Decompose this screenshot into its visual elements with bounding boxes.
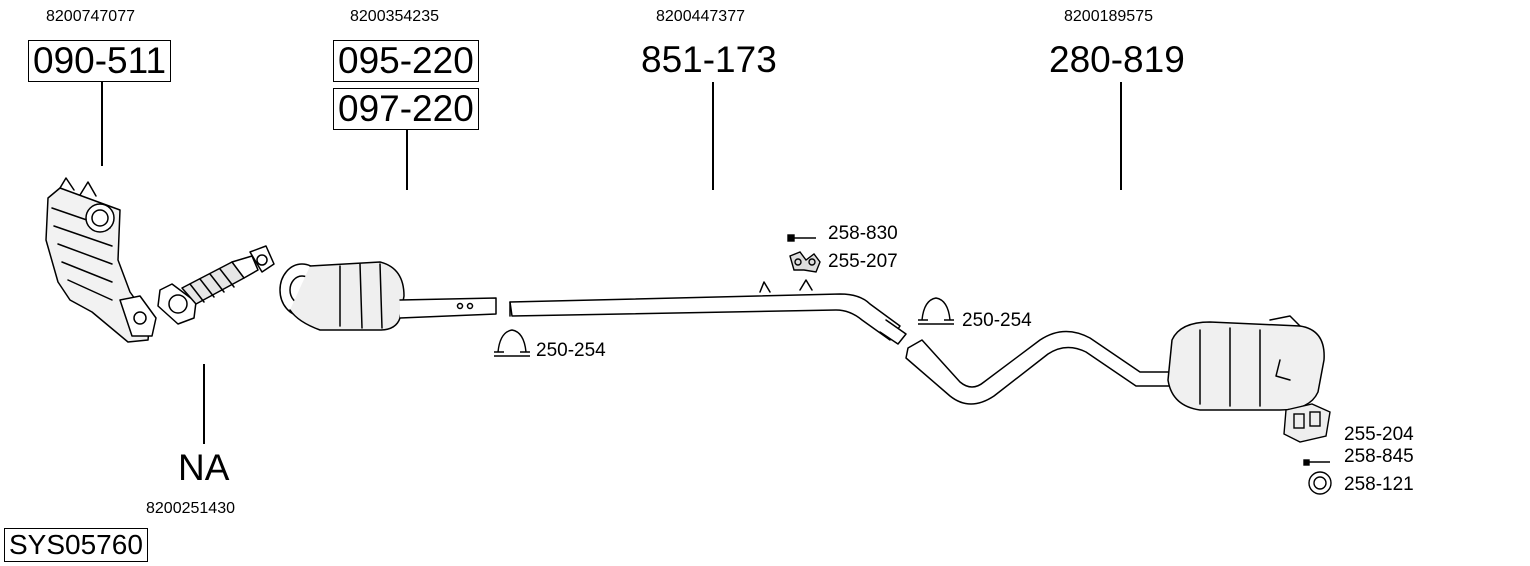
part-number[interactable]: NA [178, 447, 230, 488]
accessory-label[interactable]: 258-845 [1344, 446, 1414, 467]
oem-number: 8200354235 [350, 8, 439, 25]
accessory-label[interactable]: 255-204 [1344, 424, 1414, 445]
flex-pipe-drawing [157, 245, 275, 325]
part-number[interactable]: 280-819 [1049, 39, 1185, 80]
leader-line [406, 130, 408, 190]
accessory-label[interactable]: 258-830 [828, 223, 898, 244]
leader-line [1120, 82, 1122, 190]
clamp-icon [918, 297, 954, 325]
clamp-icon [494, 329, 530, 357]
rubber-mount-icon [789, 251, 821, 273]
accessory-label[interactable]: 255-207 [828, 251, 898, 272]
oem-number: 8200747077 [46, 8, 135, 25]
accessory-label[interactable]: 258-121 [1344, 474, 1414, 495]
leader-line [712, 82, 714, 190]
gasket-ring-icon [1308, 471, 1332, 495]
oem-number: 8200189575 [1064, 8, 1153, 25]
catalyst-drawing [279, 261, 497, 331]
bolt-icon [787, 234, 816, 242]
part-number-box[interactable]: 097-220 [333, 88, 479, 130]
middle-pipe-drawing [509, 279, 907, 345]
leader-line [101, 82, 103, 166]
leader-line [203, 364, 205, 444]
bolt-icon [1303, 459, 1330, 466]
oem-number: 8200447377 [656, 8, 745, 25]
rear-silencer-drawing [905, 315, 1325, 411]
accessory-label[interactable]: 250-254 [962, 310, 1032, 331]
catalytic-manifold-drawing [45, 0, 236, 343]
system-code: SYS05760 [4, 528, 148, 562]
part-number-box[interactable]: 095-220 [333, 40, 479, 82]
part-number[interactable]: 851-173 [641, 39, 777, 80]
accessory-label[interactable]: 250-254 [536, 340, 606, 361]
oem-number: 8200251430 [146, 500, 235, 517]
bracket-icon [1283, 403, 1331, 443]
part-number-box[interactable]: 090-511 [28, 40, 172, 82]
